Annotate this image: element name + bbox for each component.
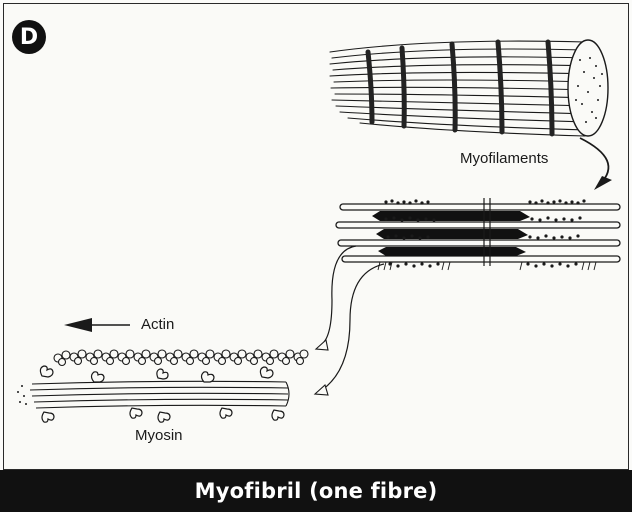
label-myofilaments: Myofilaments: [460, 150, 548, 167]
zoom-arrow-upper-head: [594, 176, 612, 190]
figure-caption-bar: Myofibril (one fibre): [0, 470, 632, 512]
filament-hatching: [378, 262, 596, 270]
myosin-shaft: [30, 381, 289, 408]
thick-filaments: [372, 211, 530, 256]
actin-arrow-head: [64, 318, 92, 332]
zoom-arrow-to-actin: [322, 246, 356, 344]
zoom-arrow-to-myosin: [322, 264, 384, 390]
myosin-filament: [17, 366, 289, 422]
label-actin: Actin: [141, 316, 174, 333]
fibre-cut-end: [568, 40, 608, 136]
actin-filament: [54, 350, 308, 366]
label-myosin: Myosin: [135, 427, 183, 444]
figure-caption: Myofibril (one fibre): [195, 479, 438, 503]
muscle-fibre-bundle: [330, 40, 608, 136]
myofilament-array: [336, 198, 620, 270]
myosin-heads: [40, 366, 284, 422]
zoom-arrow-to-actin-head: [316, 340, 328, 350]
myosin-end-dots: [17, 385, 27, 405]
